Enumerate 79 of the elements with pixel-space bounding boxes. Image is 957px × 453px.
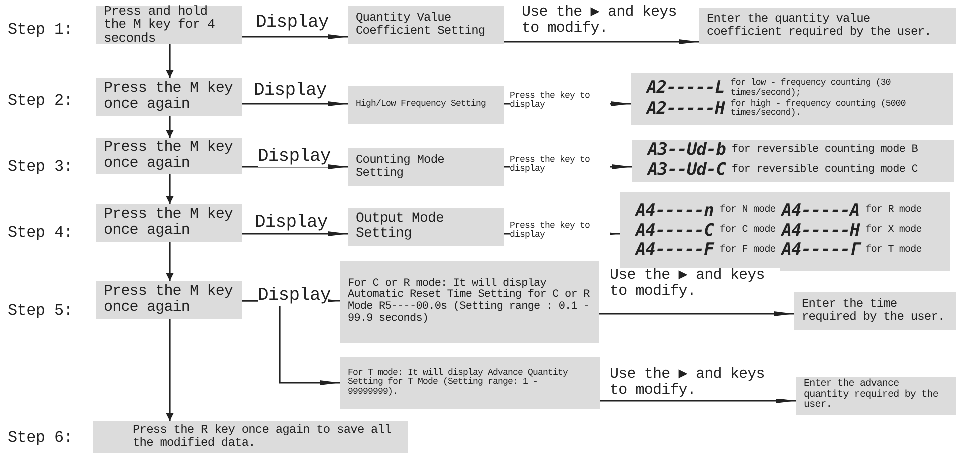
process-box <box>96 204 242 242</box>
step-label: Step 4: <box>8 224 74 242</box>
description-text: for C mode <box>720 226 776 237</box>
display-readout-box <box>632 140 954 182</box>
arrow <box>166 319 174 421</box>
arrow <box>600 398 796 404</box>
display-box <box>348 86 504 124</box>
edge-label: Display <box>258 287 328 306</box>
description-text: for R mode <box>866 206 922 217</box>
edge-label: Display <box>256 14 326 33</box>
display-box <box>796 377 956 415</box>
step-label: Step 1: <box>8 21 74 39</box>
arrow <box>504 40 699 44</box>
node-text: For C or R mode: It will display Automatic Reset Time Setting for C or R Mode R5----00.0s (Setting range : 0.1 - 99.9 seconds) <box>348 278 591 326</box>
description-text: for reversible counting mode B <box>732 145 918 157</box>
process-box <box>93 421 408 453</box>
description-text: for N mode <box>720 206 776 217</box>
description-text: for high - frequency counting (5000 times/second). <box>730 100 907 119</box>
edge-label: Display <box>255 214 325 233</box>
node-text: For T mode: It will display Advance Quantity Setting for T Mode (Setting range: 1 - 99999999). <box>348 368 570 398</box>
node-text: Press and hold the M key for 4 seconds <box>104 4 216 46</box>
node-text: Enter the advance quantity required by the user. <box>804 380 940 412</box>
arrow <box>166 44 174 78</box>
node-text: Enter the quantity value coefficient required by the user. <box>707 13 932 39</box>
display-readout-box <box>631 73 953 125</box>
display-code: A3--Ud-b <box>648 142 726 160</box>
step-label: Step 5: <box>8 302 74 320</box>
step-label: Step 6: <box>8 429 74 447</box>
arrow <box>242 34 348 40</box>
arrow <box>242 102 348 106</box>
display-code: A4-----n <box>636 202 714 221</box>
process-box <box>96 281 242 319</box>
node-text: Press the M key once again <box>104 207 234 239</box>
display-code: A4-----H <box>782 222 860 240</box>
display-box <box>348 6 504 44</box>
display-code: A4-----C <box>636 222 714 240</box>
arrow <box>166 174 174 204</box>
display-box <box>340 261 599 343</box>
edge-label: Display <box>254 82 324 101</box>
display-code: A2-----L <box>647 80 725 98</box>
arrow <box>242 232 348 236</box>
edge-label: Press the key to display <box>510 92 610 111</box>
arrow <box>599 312 794 316</box>
description-text: for T mode <box>866 246 922 257</box>
description-text: for F mode <box>720 246 776 257</box>
node-text: Press the M key once again <box>104 284 234 316</box>
display-code: A4-----A <box>782 202 860 221</box>
edge-label: Press the key to display <box>510 156 610 175</box>
node-text: Enter the time required by the user. <box>802 298 946 324</box>
display-code: A3--Ud-C <box>648 162 726 180</box>
process-box <box>96 6 242 44</box>
node-text: Press the R key once again to save all the modified data. <box>133 424 392 450</box>
edge-label: Press the key to display <box>510 222 610 241</box>
display-box <box>340 357 600 409</box>
description-text: for reversible counting mode C <box>732 165 918 177</box>
node-text: Counting Mode Setting <box>356 154 446 180</box>
display-box <box>348 208 504 246</box>
edge-label: Use the ▶ and keys to modify. <box>610 268 780 300</box>
process-box <box>96 78 242 116</box>
arrow <box>242 164 348 170</box>
arrow <box>166 242 174 281</box>
display-code: A2-----H <box>647 100 725 118</box>
node-text: Press the M key once again <box>104 140 234 172</box>
display-box <box>699 8 956 44</box>
display-code: A4-----Γ <box>782 242 860 260</box>
description-text: for low - frequency counting (30 times/second); <box>730 79 892 98</box>
process-box <box>96 138 242 174</box>
display-code: A4-----F <box>636 242 714 260</box>
step-label: Step 3: <box>8 158 74 176</box>
description-text: for X mode <box>866 226 922 237</box>
node-text: Press the M key once again <box>104 81 234 113</box>
node-text: Quantity Value Coefficient Setting <box>356 12 486 38</box>
display-box <box>794 292 956 330</box>
node-text: Output Mode Setting <box>356 212 446 242</box>
display-box <box>348 148 504 186</box>
step-label: Step 2: <box>8 92 74 110</box>
arrow <box>166 116 174 138</box>
edge-label: Display <box>258 148 328 167</box>
node-text: High/Low Frequency Setting <box>356 100 486 110</box>
